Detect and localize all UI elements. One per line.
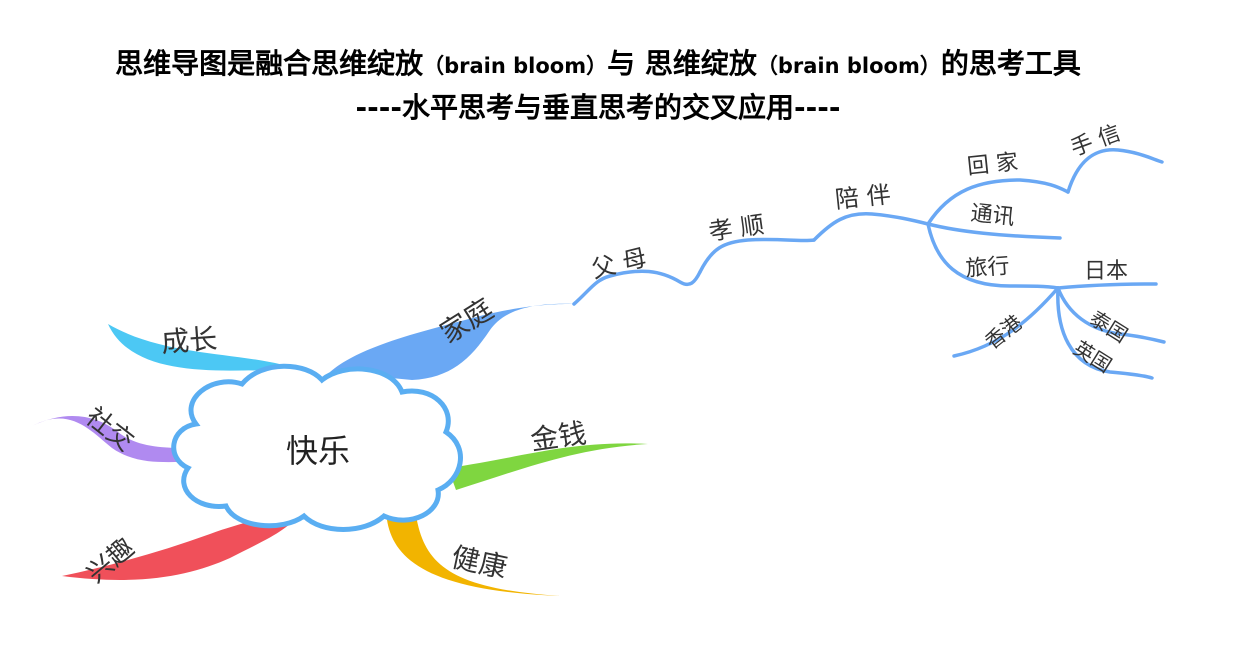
branch-family[interactable]: [330, 303, 574, 380]
link-filial-company: [812, 212, 930, 242]
title-part-e: 的思考工具: [940, 47, 1081, 80]
link-company-home: [926, 178, 1070, 226]
branch-interest[interactable]: [62, 508, 302, 580]
title-part-c: 与 思维绽放: [607, 47, 757, 80]
title-line-2: ----水平思考与垂直思考的交叉应用----: [355, 91, 841, 124]
title-part-b: （brain bloom）: [423, 54, 608, 78]
title-part-d: （brain bloom）: [756, 54, 941, 78]
link-travel-thailand: [1056, 286, 1166, 344]
label-home: 回 家: [966, 150, 1019, 180]
label-japan: 日本: [1084, 259, 1128, 284]
label-hongkong: 香港: [980, 310, 1026, 354]
link-company-call: [926, 222, 1062, 240]
branch-growth[interactable]: [108, 324, 306, 384]
label-call: 通讯: [969, 201, 1015, 230]
branch-health[interactable]: [385, 500, 560, 596]
link-company-travel: [926, 222, 1060, 290]
center-label: 快乐: [286, 432, 350, 470]
link-travel-hongkong: [952, 286, 1060, 358]
label-interest: 兴趣: [81, 533, 140, 589]
link-travel-japan: [1056, 282, 1158, 290]
label-money: 金钱: [528, 416, 588, 456]
label-parents: 父 母: [589, 243, 650, 284]
branch-social[interactable]: [32, 415, 184, 463]
title-part-a: 思维导图是融合思维绽放: [115, 47, 424, 80]
link-family-parents: [572, 269, 702, 306]
link-home-letter: [1066, 148, 1164, 194]
link-parents-filial: [698, 237, 816, 274]
center-cloud[interactable]: [171, 363, 463, 532]
label-company: 陪 伴: [834, 180, 892, 214]
title-line-1: 思维导图是融合思维绽放（brain bloom）与 思维绽放（brain blo…: [0, 42, 1196, 82]
branch-money[interactable]: [448, 443, 648, 490]
label-travel: 旅行: [965, 254, 1011, 282]
label-growth: 成长: [160, 322, 218, 359]
link-travel-uk: [1056, 286, 1154, 380]
